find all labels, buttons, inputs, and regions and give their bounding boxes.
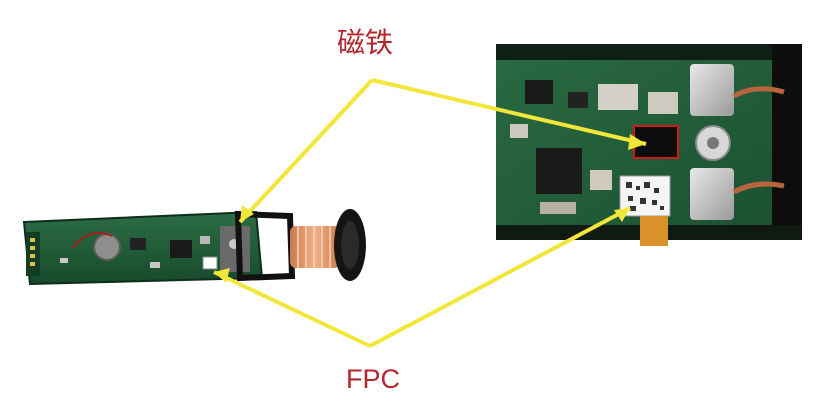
magnet-arrow-right bbox=[371, 78, 647, 146]
fpc-label: FPC bbox=[346, 364, 400, 394]
magnet-label: 磁铁 bbox=[337, 26, 394, 59]
arrow-heads bbox=[214, 134, 646, 283]
device-photo bbox=[22, 209, 366, 286]
closeup-photo bbox=[496, 44, 802, 246]
fpc-arrow-left bbox=[213, 270, 371, 348]
magnet-arrow-left bbox=[238, 78, 374, 224]
arrows bbox=[213, 78, 647, 348]
fpc-arrow-right bbox=[369, 206, 631, 348]
